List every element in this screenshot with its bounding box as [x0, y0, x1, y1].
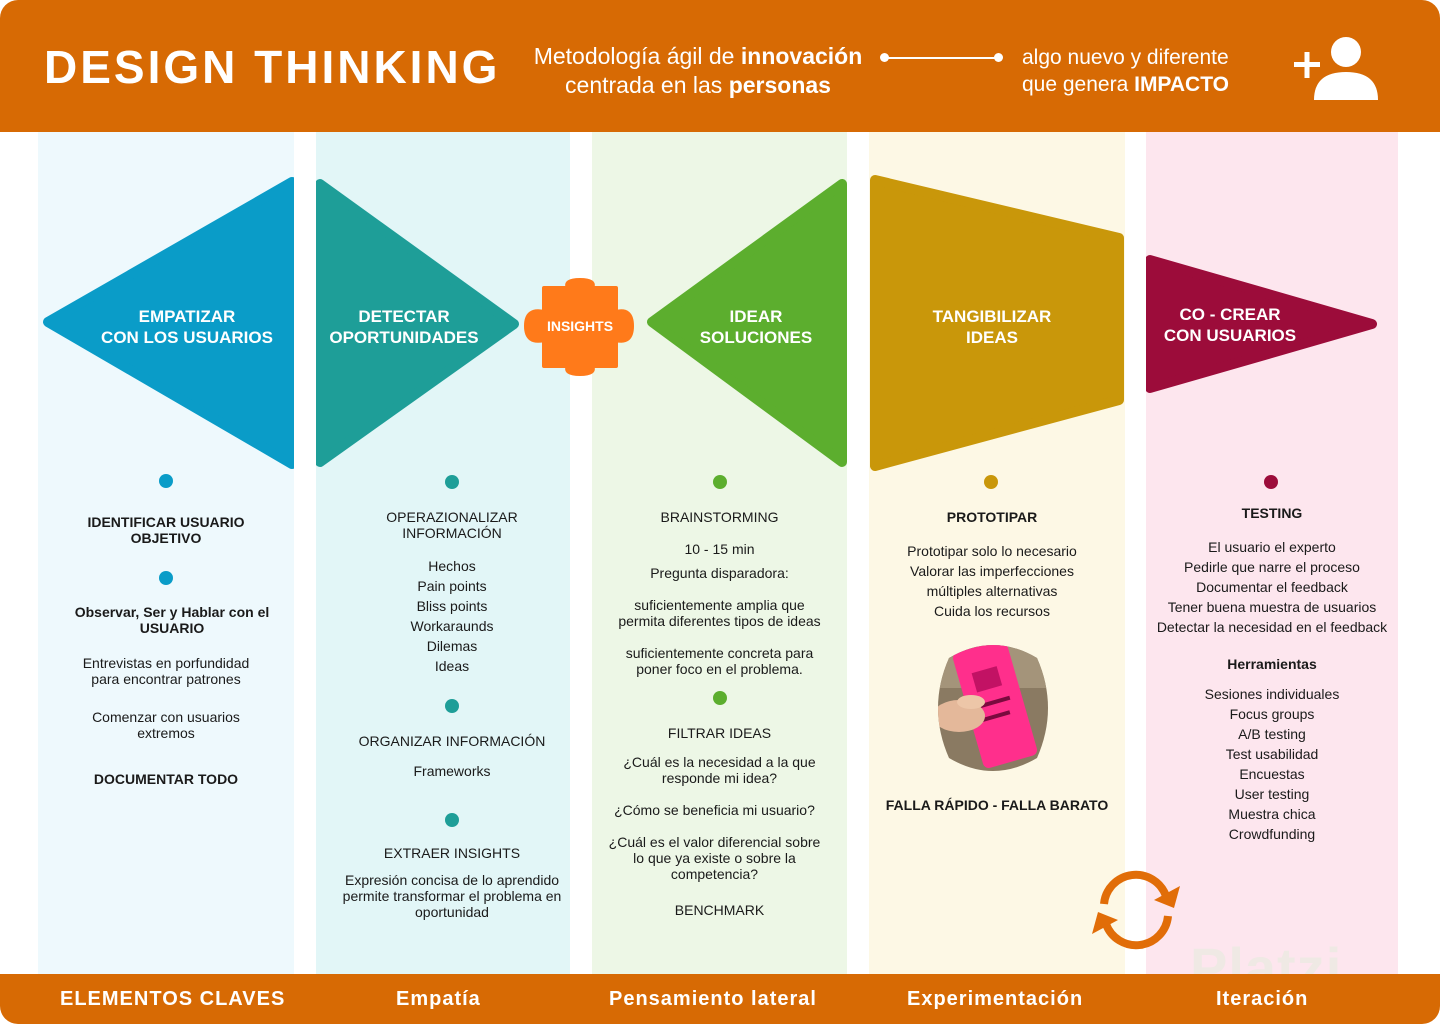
header-tagline: Metodología ágil de innovación centrada … — [508, 42, 888, 100]
tagline-bold: personas — [728, 72, 831, 98]
impact-text: algo nuevo y diferente — [1022, 46, 1229, 69]
item-heading: EXTRAER INSIGHTS — [383, 845, 521, 861]
item-text: Frameworks — [413, 763, 491, 779]
item-heading: BENCHMARK — [674, 902, 765, 918]
page-title: DESIGN THINKING — [44, 41, 501, 93]
impact-text: que genera — [1022, 73, 1135, 96]
puzzle-piece-icon — [524, 278, 634, 376]
prototype-photo — [938, 645, 1048, 771]
item-heading: PROTOTIPAR — [946, 509, 1038, 525]
tagline-bold: innovación — [740, 43, 863, 69]
item-text: Pregunta disparadora: — [650, 565, 789, 581]
footer-item: ELEMENTOS CLAVES — [60, 988, 286, 1010]
item-heading: TESTING — [1241, 505, 1303, 521]
item-text: 10 - 15 min — [684, 541, 755, 557]
item-list: El usuario el experto Pedirle que narre … — [1156, 539, 1388, 635]
footer-bar — [0, 974, 1440, 1024]
footer-item: Iteración — [1216, 988, 1309, 1010]
insights-label: INSIGHTS — [546, 318, 614, 334]
triangle-right-shape — [316, 179, 519, 467]
triangle-left-shape — [43, 177, 294, 469]
item-list: Sesiones individuales Focus groups A/B t… — [1204, 686, 1340, 842]
footer-item: Experimentación — [907, 988, 1084, 1010]
item-heading: BRAINSTORMING — [660, 509, 779, 525]
item-list: Prototipar solo lo necesario Valorar las… — [907, 543, 1077, 619]
footer-item: Pensamiento lateral — [609, 988, 817, 1010]
bullet-dot — [713, 475, 727, 489]
item-heading: DOCUMENTAR TODO — [93, 771, 239, 787]
header-impact: algo nuevo y diferente que genera IMPACT… — [1022, 44, 1229, 98]
bullet-dot — [445, 813, 459, 827]
impact-bold: IMPACTO — [1134, 73, 1229, 96]
item-text: ¿Cómo se beneficia mi usuario? — [614, 802, 815, 818]
bullet-dot — [445, 475, 459, 489]
connector-line — [884, 57, 1000, 59]
refresh-cycle-icon — [1092, 870, 1180, 950]
header-bar: DESIGN THINKING Metodología ágil de inno… — [0, 0, 1440, 132]
bullet-dot — [159, 474, 173, 488]
tagline-text: Metodología ágil de — [533, 43, 741, 69]
bullet-dot — [713, 691, 727, 705]
item-heading: FALLA RÁPIDO - FALLA BARATO — [885, 797, 1109, 813]
bullet-dot — [1264, 475, 1278, 489]
connector-dot — [994, 53, 1003, 62]
bullet-dot — [984, 475, 998, 489]
bullet-dot — [445, 699, 459, 713]
triangle-right-shape — [1146, 255, 1377, 393]
item-heading: FILTRAR IDEAS — [667, 725, 772, 741]
trapezoid-shape — [870, 175, 1124, 471]
triangle-left-shape — [647, 179, 847, 467]
tagline-text: centrada en las — [565, 72, 729, 98]
footer-item: Empatía — [396, 988, 481, 1010]
item-list: Hechos Pain points Bliss points Workarau… — [410, 558, 494, 674]
bullet-dot — [159, 571, 173, 585]
item-heading: Herramientas — [1227, 656, 1317, 672]
item-heading: ORGANIZAR INFORMACIÓN — [358, 733, 546, 749]
add-user-icon — [1294, 37, 1378, 100]
